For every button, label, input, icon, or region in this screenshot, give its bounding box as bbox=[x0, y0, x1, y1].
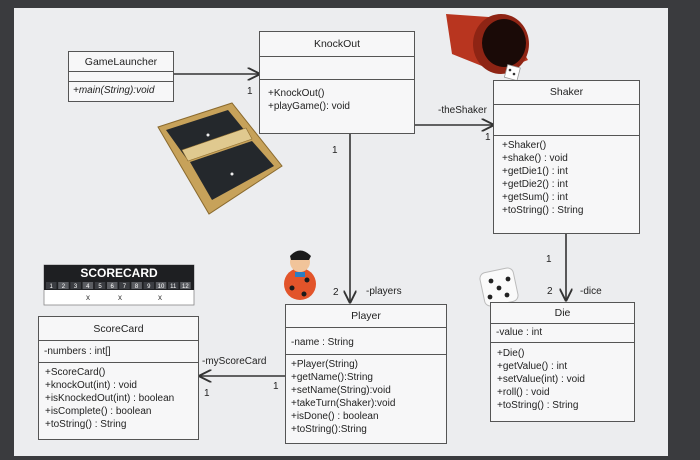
method-player-constructor: +Player(String) bbox=[291, 359, 358, 370]
scorecard-cell bbox=[94, 282, 106, 289]
method-scorecard-tostring: +toString() : String bbox=[45, 419, 127, 430]
method-player-tostring: +toString():String bbox=[291, 424, 367, 435]
class-gamelauncher: GameLauncher +main(String):void bbox=[68, 51, 174, 102]
scorecard-cell bbox=[131, 282, 142, 289]
scorecard-mark: x bbox=[118, 293, 122, 302]
method-scorecard-constructor: +ScoreCard() bbox=[45, 367, 106, 378]
class-knockout-methods: +KnockOut() +playGame(): void bbox=[260, 80, 414, 120]
attribute-numbers: -numbers : int[] bbox=[44, 346, 111, 357]
mult-knockout-shaker: 1 bbox=[485, 132, 491, 143]
scorecard-cell bbox=[119, 282, 130, 289]
scorecard-cell bbox=[46, 282, 57, 289]
scorecard-number: 8 bbox=[135, 284, 139, 290]
mult-player-scorecard-left: 1 bbox=[204, 388, 210, 399]
class-gamelauncher-methods: +main(String):void bbox=[69, 82, 173, 99]
class-die-methods: +Die() +getValue() : int +setValue(int) … bbox=[491, 343, 634, 416]
method-getsum: +getSum() : int bbox=[502, 192, 568, 203]
class-player: Player -name : String +Player(String) +g… bbox=[285, 304, 447, 444]
method-getvalue: +getValue() : int bbox=[497, 361, 568, 372]
method-setname: +setName(String):void bbox=[291, 385, 391, 396]
method-shake: +shake() : void bbox=[502, 153, 568, 164]
mult-shaker-die-bottom: 2 bbox=[547, 286, 553, 297]
class-shaker-methods: +Shaker() +shake() : void +getDie1() : i… bbox=[494, 136, 639, 220]
method-isknockedout: +isKnockedOut(int) : boolean bbox=[45, 393, 175, 404]
class-shaker: Shaker +Shaker() +shake() : void +getDie… bbox=[493, 80, 640, 234]
class-scorecard: ScoreCard -numbers : int[] +ScoreCard() … bbox=[38, 316, 199, 440]
role-dice: -dice bbox=[580, 286, 602, 297]
game-board-image bbox=[157, 102, 283, 215]
method-playgame: +playGame(): void bbox=[268, 101, 350, 112]
scorecard-number: 1 bbox=[50, 284, 54, 290]
scorecard-cell bbox=[82, 282, 94, 289]
die-image bbox=[479, 267, 519, 307]
mult-player-scorecard-right: 1 bbox=[273, 381, 279, 392]
class-scorecard-methods: +ScoreCard() +knockOut(int) : void +isKn… bbox=[39, 363, 198, 434]
role-myscorecard: -myScoreCard bbox=[202, 356, 267, 367]
dice-cup-image bbox=[446, 14, 529, 82]
class-knockout-name: KnockOut bbox=[260, 32, 414, 57]
class-shaker-name: Shaker bbox=[494, 81, 639, 105]
attribute-value: -value : int bbox=[496, 327, 543, 338]
scorecard-number: 5 bbox=[98, 284, 102, 290]
scorecard-cell bbox=[107, 282, 118, 289]
method-main: +main(String):void bbox=[73, 85, 155, 96]
class-player-methods: +Player(String) +getName():String +setNa… bbox=[286, 355, 446, 439]
class-gamelauncher-name: GameLauncher bbox=[69, 52, 173, 72]
fred-character-image bbox=[284, 250, 316, 300]
method-iscomplete: +isComplete() : boolean bbox=[45, 406, 152, 417]
method-getname: +getName():String bbox=[291, 372, 373, 383]
scorecard-number: 12 bbox=[182, 284, 189, 290]
scorecard-number: 3 bbox=[74, 284, 78, 290]
scorecard-cell bbox=[70, 282, 81, 289]
mult-knockout-player-bottom: 2 bbox=[333, 287, 339, 298]
scorecard-mark: x bbox=[158, 293, 162, 302]
scorecard-number: 7 bbox=[123, 284, 127, 290]
role-theshaker: -theShaker bbox=[438, 105, 487, 116]
method-knockout-int: +knockOut(int) : void bbox=[45, 380, 137, 391]
class-player-name: Player bbox=[286, 305, 446, 328]
method-knockout-constructor: +KnockOut() bbox=[268, 88, 325, 99]
attribute-name: -name : String bbox=[291, 337, 354, 348]
class-die-name: Die bbox=[491, 303, 634, 324]
class-die-attributes: -value : int bbox=[491, 324, 634, 343]
method-shaker-tostring: +toString() : String bbox=[502, 205, 584, 216]
scorecard-cell bbox=[180, 282, 191, 289]
method-die-constructor: +Die() bbox=[497, 348, 525, 359]
scorecard-number: 4 bbox=[86, 284, 90, 290]
method-getdie2: +getDie2() : int bbox=[502, 179, 568, 190]
method-roll: +roll() : void bbox=[497, 387, 550, 398]
scorecard-cell bbox=[58, 282, 69, 289]
scorecard-number: 11 bbox=[170, 284, 177, 290]
mult-shaker-die-top: 1 bbox=[546, 254, 552, 265]
method-shaker-constructor: +Shaker() bbox=[502, 140, 547, 151]
scorecard-cell bbox=[155, 282, 167, 289]
scorecard-number: 2 bbox=[62, 284, 66, 290]
scorecard-number: 9 bbox=[147, 284, 151, 290]
class-knockout-attributes bbox=[260, 57, 414, 80]
scorecard-mark: x bbox=[86, 293, 90, 302]
mult-knockout-player-top: 1 bbox=[332, 145, 338, 156]
scorecard-number: 6 bbox=[111, 284, 115, 290]
class-gamelauncher-attributes bbox=[69, 72, 173, 82]
scorecard-number: 10 bbox=[158, 284, 165, 290]
class-player-attributes: -name : String bbox=[286, 328, 446, 355]
method-isdone: +isDone() : boolean bbox=[291, 411, 379, 422]
class-die: Die -value : int +Die() +getValue() : in… bbox=[490, 302, 635, 422]
mult-launcher-knockout: 1 bbox=[247, 86, 253, 97]
scorecard-cell bbox=[168, 282, 179, 289]
class-shaker-attributes bbox=[494, 105, 639, 136]
method-taketurn: +takeTurn(Shaker):void bbox=[291, 398, 396, 409]
scorecard-cell bbox=[143, 282, 155, 289]
method-die-tostring: +toString() : String bbox=[497, 400, 579, 411]
class-scorecard-name: ScoreCard bbox=[39, 317, 198, 341]
scorecard-image-title: SCORECARD bbox=[80, 266, 158, 280]
class-scorecard-attributes: -numbers : int[] bbox=[39, 341, 198, 363]
method-getdie1: +getDie1() : int bbox=[502, 166, 568, 177]
role-players: -players bbox=[366, 286, 402, 297]
class-knockout: KnockOut +KnockOut() +playGame(): void bbox=[259, 31, 415, 134]
method-setvalue: +setValue(int) : void bbox=[497, 374, 585, 385]
